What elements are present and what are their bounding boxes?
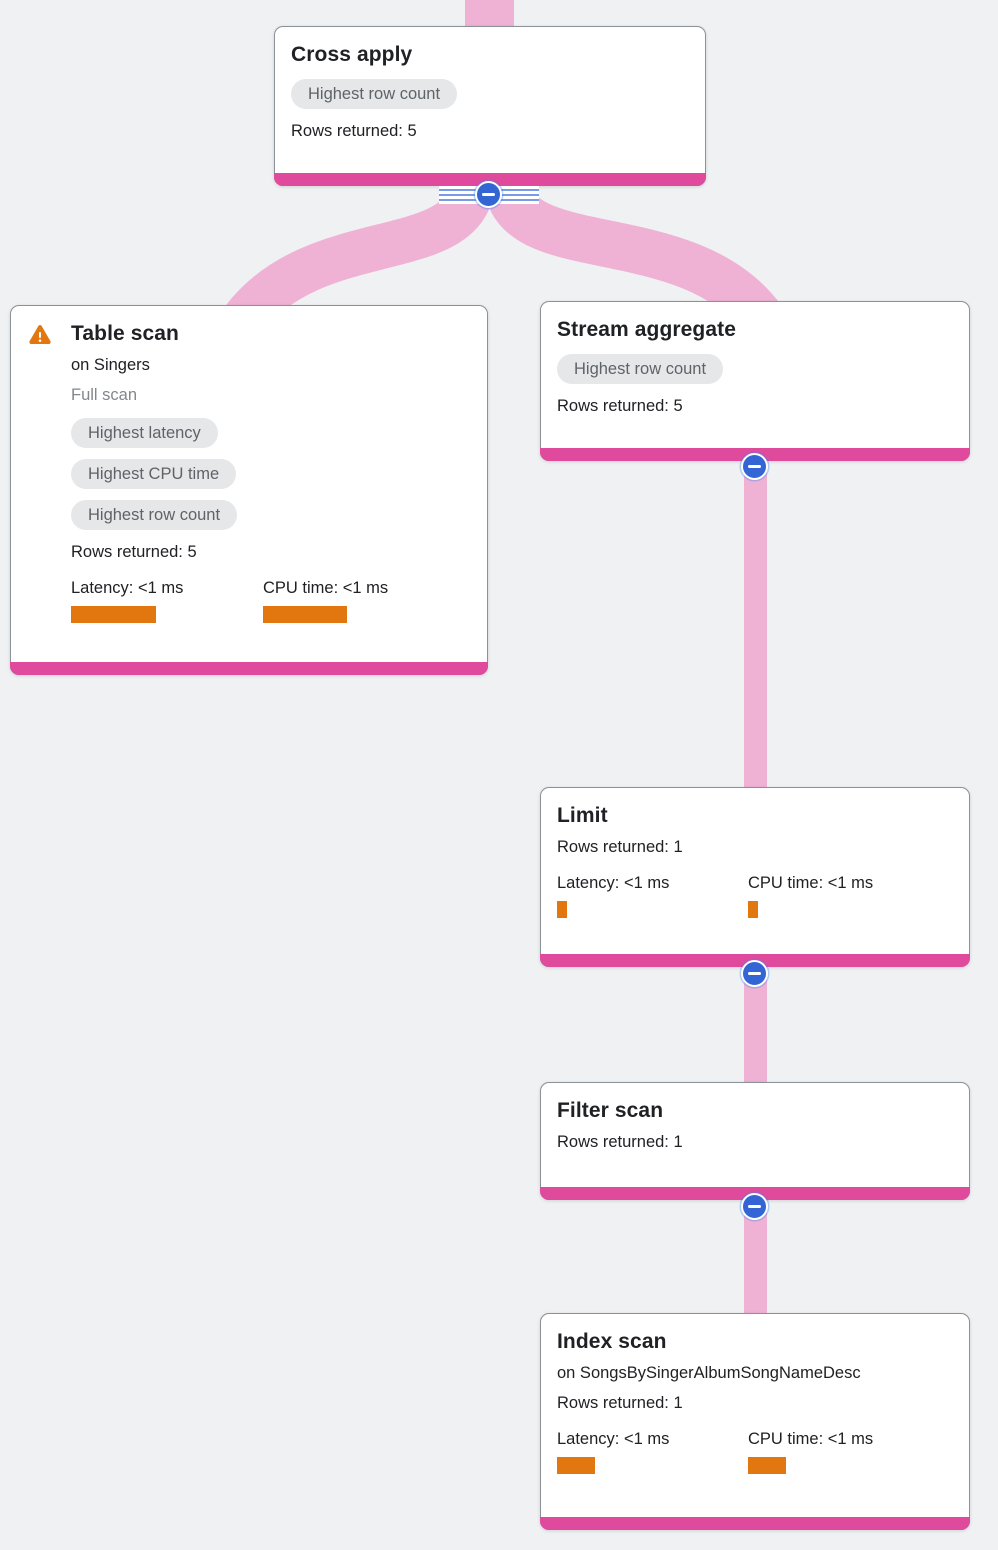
node-title: Cross apply: [291, 43, 413, 66]
edge-filter-scan-to-index-scan: [744, 1190, 767, 1320]
node-metrics: Latency: <1 ms CPU time: <1 ms: [557, 872, 953, 918]
minus-icon: [482, 192, 495, 197]
node-title: Limit: [557, 804, 608, 827]
node-metrics: Latency: <1 ms CPU time: <1 ms: [557, 1428, 953, 1474]
minus-icon: [748, 971, 761, 976]
latency-metric: Latency: <1 ms: [557, 872, 748, 918]
node-accent-bar: [10, 662, 488, 675]
minus-icon: [748, 464, 761, 469]
node-title: Filter scan: [557, 1099, 664, 1122]
cpu-label: CPU time: <1 ms: [748, 1430, 874, 1448]
node-title: Index scan: [557, 1330, 667, 1353]
node-metrics: Latency: <1 ms CPU time: <1 ms: [71, 577, 471, 623]
latency-label: Latency: <1 ms: [557, 1430, 670, 1448]
plan-node-cross-apply[interactable]: Cross apply Highest row count Rows retur…: [274, 26, 706, 186]
collapse-button-limit[interactable]: [741, 960, 768, 987]
latency-bar: [557, 1457, 595, 1474]
badge-highest-row-count: Highest row count: [71, 500, 238, 530]
latency-label: Latency: <1 ms: [71, 579, 184, 597]
edge-parent-to-cross-apply: [465, 0, 514, 30]
plan-node-limit[interactable]: Limit Rows returned: 1 Latency: <1 ms CP…: [540, 787, 970, 967]
rows-returned: Rows returned: 5: [71, 543, 197, 561]
cpu-metric: CPU time: <1 ms: [748, 1428, 953, 1474]
cpu-metric: CPU time: <1 ms: [263, 577, 471, 623]
cpu-bar: [748, 1457, 786, 1474]
plan-node-index-scan[interactable]: Index scan on SongsBySingerAlbumSongName…: [540, 1313, 970, 1530]
node-title: Table scan: [71, 322, 179, 345]
badge-highest-cpu-time: Highest CPU time: [71, 459, 237, 489]
minus-icon: [748, 1204, 761, 1209]
latency-bar: [557, 901, 567, 918]
rows-returned: Rows returned: 1: [557, 1394, 683, 1412]
collapse-button-filter-scan[interactable]: [741, 1193, 768, 1220]
rows-returned: Rows returned: 1: [557, 1133, 683, 1151]
node-accent-bar: [274, 173, 706, 186]
cpu-bar: [263, 606, 347, 623]
node-title: Stream aggregate: [557, 318, 737, 341]
cpu-bar: [748, 901, 758, 918]
collapse-button-cross-apply[interactable]: [475, 181, 502, 208]
plan-node-table-scan[interactable]: Table scan on Singers Full scan Highest …: [10, 305, 488, 675]
badge-highest-row-count: Highest row count: [291, 79, 458, 109]
collapse-button-stream-aggregate[interactable]: [741, 453, 768, 480]
node-subtitle: on SongsBySingerAlbumSongNameDesc: [557, 1364, 861, 1382]
latency-metric: Latency: <1 ms: [557, 1428, 748, 1474]
badge-highest-latency: Highest latency: [71, 418, 218, 448]
cpu-label: CPU time: <1 ms: [748, 874, 874, 892]
badge-highest-row-count: Highest row count: [557, 354, 724, 384]
cpu-metric: CPU time: <1 ms: [748, 872, 953, 918]
edge-cross-apply-to-stream-aggregate: [486, 184, 783, 335]
node-accent-bar: [540, 1517, 970, 1530]
node-subtitle: on Singers: [71, 356, 150, 374]
edge-stream-aggregate-to-limit: [744, 455, 767, 795]
scan-type-note: Full scan: [71, 386, 138, 404]
cpu-label: CPU time: <1 ms: [263, 579, 389, 597]
plan-node-filter-scan[interactable]: Filter scan Rows returned: 1: [540, 1082, 970, 1200]
rows-returned: Rows returned: 5: [291, 122, 417, 140]
edge-limit-to-filter-scan: [744, 958, 767, 1088]
rows-returned: Rows returned: 1: [557, 838, 683, 856]
edge-cross-apply-to-table-scan: [225, 185, 493, 335]
rows-returned: Rows returned: 5: [557, 397, 683, 415]
warning-icon: [27, 321, 71, 353]
latency-bar: [71, 606, 156, 623]
latency-metric: Latency: <1 ms: [71, 577, 263, 623]
plan-node-stream-aggregate[interactable]: Stream aggregate Highest row count Rows …: [540, 301, 970, 461]
latency-label: Latency: <1 ms: [557, 874, 670, 892]
